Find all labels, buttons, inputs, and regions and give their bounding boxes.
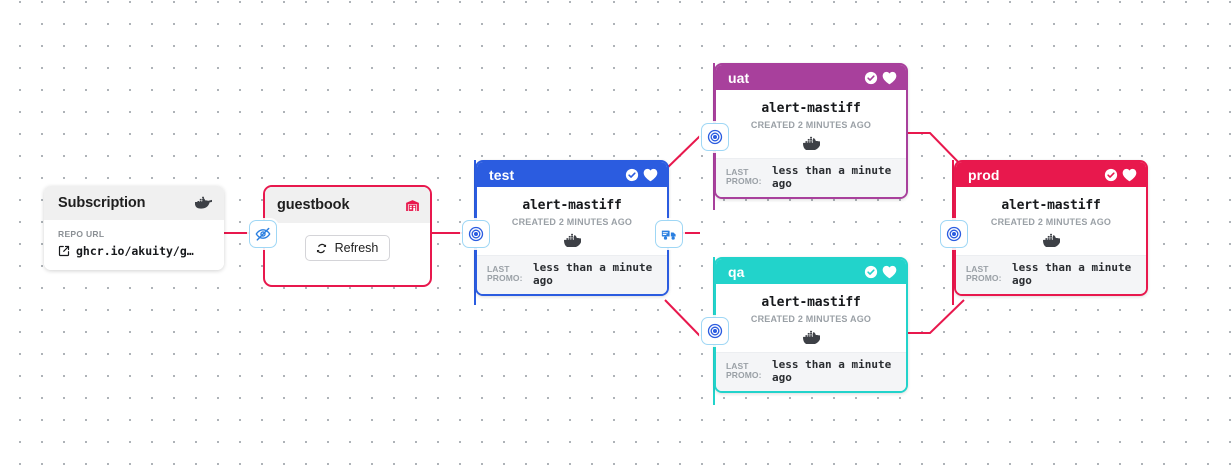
last-promo-label: LAST PROMO:	[726, 166, 762, 187]
stage-name-prod: prod	[968, 166, 1000, 183]
external-link-icon[interactable]	[58, 245, 70, 257]
stage-footer-prod: LAST PROMO: less than a minute ago	[956, 255, 1146, 294]
repo-url-value: ghcr.io/akuity/g…	[76, 244, 194, 258]
repo-url-label: REPO URL	[58, 229, 105, 239]
stage-body-uat: alert-mastiff CREATED 2 MINUTES AGO	[716, 90, 906, 158]
bullseye-icon	[468, 226, 484, 242]
refresh-button[interactable]: Refresh	[304, 235, 391, 261]
test-target-badge[interactable]	[462, 220, 490, 248]
docker-whale-icon	[195, 196, 212, 210]
qa-target-badge[interactable]	[701, 317, 729, 345]
freight-name: alert-mastiff	[761, 295, 861, 310]
last-promo-value: less than a minute ago	[1012, 261, 1132, 288]
check-circle-icon[interactable]	[864, 265, 878, 279]
heart-icon[interactable]	[1122, 168, 1137, 182]
last-promo-label: LAST PROMO:	[487, 263, 523, 284]
last-promo-value: less than a minute ago	[772, 164, 892, 191]
stage-header-qa: qa	[716, 259, 906, 284]
warehouse-header: guestbook	[265, 187, 430, 223]
stage-card-test[interactable]: test alert-mastiff CREATED 2 MINUTES AGO	[475, 160, 669, 296]
stage-body-qa: alert-mastiff CREATED 2 MINUTES AGO	[716, 284, 906, 352]
promotion-truck-badge[interactable]	[655, 220, 683, 248]
freight-name: alert-mastiff	[522, 198, 622, 213]
subscription-body: REPO URL ghcr.io/akuity/g…	[44, 220, 224, 270]
stage-body-test: alert-mastiff CREATED 2 MINUTES AGO	[477, 187, 667, 255]
subscription-card[interactable]: Subscription REPO URL	[44, 186, 224, 270]
last-promo-label: LAST PROMO:	[966, 263, 1002, 284]
last-promo-label: LAST PROMO:	[726, 360, 762, 381]
bullseye-icon	[707, 129, 723, 145]
freight-name: alert-mastiff	[1001, 198, 1101, 213]
stage-name-test: test	[489, 166, 515, 183]
warehouse-card-guestbook[interactable]: guestbook R	[263, 185, 432, 287]
last-promo-value: less than a minute ago	[772, 358, 892, 385]
freight-created-time: CREATED 2 MINUTES AGO	[750, 314, 872, 324]
bullseye-icon	[707, 323, 723, 339]
stage-footer-qa: LAST PROMO: less than a minute ago	[716, 352, 906, 391]
hidden-eye-badge[interactable]	[249, 220, 277, 248]
docker-whale-icon	[724, 330, 898, 344]
stage-footer-uat: LAST PROMO: less than a minute ago	[716, 158, 906, 197]
stage-name-qa: qa	[728, 263, 745, 280]
freight-name: alert-mastiff	[761, 101, 861, 116]
heart-icon[interactable]	[643, 168, 658, 182]
check-circle-icon[interactable]	[864, 71, 878, 85]
stage-header-uat: uat	[716, 65, 906, 90]
stage-card-qa[interactable]: qa alert-mastiff CREATED 2 MINUTES AGO	[714, 257, 908, 393]
docker-whale-icon	[485, 233, 659, 247]
uat-target-badge[interactable]	[701, 123, 729, 151]
stage-footer-test: LAST PROMO: less than a minute ago	[477, 255, 667, 294]
shipping-truck-icon	[661, 227, 678, 242]
warehouse-body: Refresh	[265, 223, 430, 273]
warehouse-icon	[405, 198, 420, 213]
heart-icon[interactable]	[882, 71, 897, 85]
stage-card-uat[interactable]: uat alert-mastiff CREATED 2 MINUTES AGO	[714, 63, 908, 199]
docker-whale-icon	[724, 136, 898, 150]
eye-slash-icon	[255, 226, 271, 242]
bullseye-icon	[946, 226, 962, 242]
prod-target-badge[interactable]	[940, 220, 968, 248]
subscription-header: Subscription	[44, 186, 224, 220]
refresh-label: Refresh	[334, 241, 379, 255]
stage-header-test: test	[477, 162, 667, 187]
check-circle-icon[interactable]	[1104, 168, 1118, 182]
warehouse-title: guestbook	[277, 197, 350, 213]
freight-created-time: CREATED 2 MINUTES AGO	[750, 120, 872, 130]
heart-icon[interactable]	[882, 265, 897, 279]
stage-card-prod[interactable]: prod alert-mastiff CREATED 2 MINUTES AGO	[954, 160, 1148, 296]
stage-header-prod: prod	[956, 162, 1146, 187]
stage-body-prod: alert-mastiff CREATED 2 MINUTES AGO	[956, 187, 1146, 255]
check-circle-icon[interactable]	[625, 168, 639, 182]
freight-created-time: CREATED 2 MINUTES AGO	[990, 217, 1112, 227]
stage-name-uat: uat	[728, 69, 750, 86]
refresh-icon	[315, 242, 328, 255]
docker-whale-icon	[964, 233, 1138, 247]
subscription-title: Subscription	[58, 195, 146, 211]
freight-created-time: CREATED 2 MINUTES AGO	[511, 217, 633, 227]
last-promo-value: less than a minute ago	[533, 261, 653, 288]
